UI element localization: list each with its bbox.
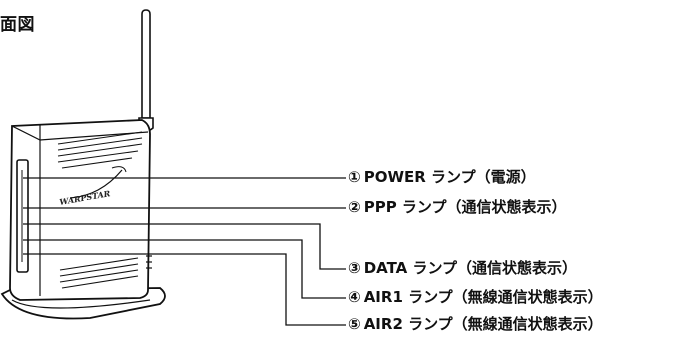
callout-label: DATA ランプ（通信状態表示） bbox=[363, 259, 578, 277]
callout-number: ③ bbox=[348, 259, 361, 277]
leader-line-4 bbox=[23, 239, 346, 299]
led-strip bbox=[16, 159, 29, 273]
callout-number: ② bbox=[348, 198, 361, 216]
callout-number: ⑤ bbox=[348, 315, 361, 333]
callout-number: ① bbox=[348, 168, 361, 186]
leader-line-3 bbox=[23, 223, 346, 270]
vent-slits-bottom bbox=[59, 257, 139, 289]
leader-line-5 bbox=[23, 253, 346, 326]
leader-lines bbox=[23, 177, 346, 326]
side-port-icon bbox=[146, 255, 152, 269]
callout-label: POWER ランプ（電源） bbox=[363, 168, 536, 186]
callout-number: ④ bbox=[348, 288, 361, 306]
antenna-icon bbox=[138, 9, 154, 132]
callout-label: AIR1 ランプ（無線通信状態表示） bbox=[363, 288, 603, 306]
router-body bbox=[0, 119, 166, 320]
page-title: 面図 bbox=[0, 15, 35, 35]
callout-label: AIR2 ランプ（無線通信状態表示） bbox=[363, 315, 603, 333]
callout-label: PPP ランプ（通信状態表示） bbox=[363, 198, 567, 216]
vent-slits-top bbox=[57, 131, 143, 169]
